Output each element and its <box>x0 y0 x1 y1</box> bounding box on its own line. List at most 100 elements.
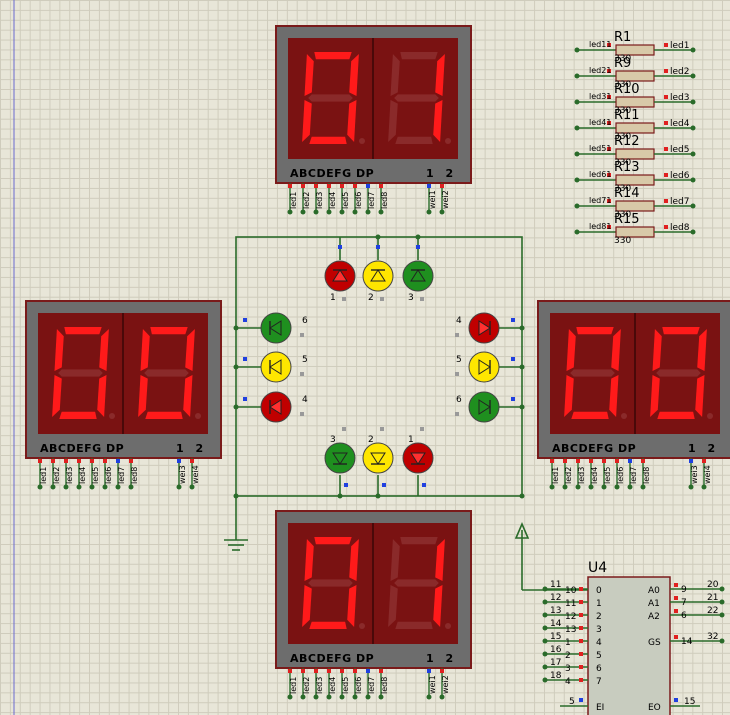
chip-pin-net: 32 <box>707 632 718 642</box>
pin-marker <box>288 184 292 188</box>
resistor-value: 330 <box>614 236 631 246</box>
pin-junction <box>588 484 594 490</box>
segment-g <box>58 369 103 377</box>
chip-pin-number: 12 <box>565 612 576 622</box>
resistor-net-left: led51 <box>589 144 611 153</box>
led-red[interactable]: 4 <box>456 312 500 344</box>
led-yellow[interactable]: 5 <box>260 351 308 383</box>
chip-pin-number: 1 <box>565 638 571 648</box>
led-yellow[interactable]: 2 <box>362 435 394 474</box>
pin-net-label: led3 <box>315 677 324 694</box>
pin-marker <box>427 184 431 188</box>
chip-pin-name: GS <box>648 638 661 648</box>
chip-pin-name: A0 <box>648 586 660 596</box>
chip-pin-name: 4 <box>596 638 602 648</box>
segment-a <box>576 327 614 335</box>
pin-marker <box>589 459 593 463</box>
segment-e <box>302 100 312 142</box>
chip-name: U4 <box>588 560 607 576</box>
led-green[interactable]: 3 <box>324 435 356 474</box>
pin-junction <box>50 484 56 490</box>
chip-body <box>587 576 671 715</box>
pin-net-label: led7 <box>367 192 376 209</box>
resistor-value: 330 <box>614 80 631 90</box>
led-number: 3 <box>330 435 336 445</box>
wei-net-label: wei3 <box>178 465 187 484</box>
pin-marker <box>38 459 42 463</box>
pin-junction <box>352 209 358 215</box>
segment-d <box>395 136 433 144</box>
diode-symbol-icon <box>410 452 426 465</box>
segment-g <box>308 579 353 587</box>
segment-d <box>309 136 347 144</box>
led-green[interactable]: 3 <box>402 260 434 303</box>
pin-junction <box>365 694 371 700</box>
segment-b <box>435 539 445 581</box>
pin-marker <box>288 669 292 673</box>
wei-net-label: wei3 <box>690 465 699 484</box>
segment-c <box>183 375 193 417</box>
segment-d <box>571 411 609 419</box>
pin-junction <box>575 484 581 490</box>
pin-junction <box>426 209 432 215</box>
segment-c <box>695 375 705 417</box>
display-digit-1 <box>564 327 627 419</box>
resistor-name: R14 <box>614 186 640 201</box>
segment-c <box>609 375 619 417</box>
wei-net-label: wei2 <box>441 675 450 694</box>
resistor-net-left: led11 <box>589 40 611 49</box>
resistor-net-right: led3 <box>670 93 689 103</box>
segment-c <box>433 585 443 627</box>
pin-marker <box>64 459 68 463</box>
led-red[interactable]: 1 <box>402 435 434 474</box>
segment-dp <box>195 413 201 419</box>
led-red[interactable]: 4 <box>260 391 308 423</box>
chip-pin-number: 5 <box>569 697 575 707</box>
pin-junction <box>300 209 306 215</box>
pin-junction <box>326 209 332 215</box>
led-number: 2 <box>368 293 374 303</box>
display-digit-label: 1 2 <box>176 442 207 455</box>
diode-symbol-icon <box>478 399 491 415</box>
segment-c <box>347 585 357 627</box>
led-green[interactable]: 6 <box>260 312 308 344</box>
led-number: 4 <box>456 316 462 326</box>
chip-pin-name: 5 <box>596 651 602 661</box>
led-yellow[interactable]: 5 <box>456 351 500 383</box>
pin-junction <box>562 484 568 490</box>
chip-pin-net: 12 <box>550 593 561 603</box>
display-digit-2 <box>388 537 451 629</box>
led-green[interactable]: 6 <box>456 391 500 423</box>
diode-symbol-icon <box>478 359 491 375</box>
diode-symbol-icon <box>269 359 282 375</box>
display-segment-label: ABCDEFG DP <box>552 442 636 455</box>
chip-pin-number: 14 <box>681 637 693 647</box>
pin-net-label: led5 <box>603 467 612 484</box>
pin-junction <box>640 484 646 490</box>
pin-marker <box>190 459 194 463</box>
resistor-name: R9 <box>614 56 631 71</box>
led-yellow[interactable]: 2 <box>362 260 394 303</box>
pin-junction <box>102 484 108 490</box>
segment-e <box>138 375 148 417</box>
pin-junction <box>601 484 607 490</box>
chip-pin-name: 3 <box>596 625 602 635</box>
led-red[interactable]: 1 <box>324 260 356 303</box>
segment-f <box>54 329 64 371</box>
pin-marker <box>129 459 133 463</box>
